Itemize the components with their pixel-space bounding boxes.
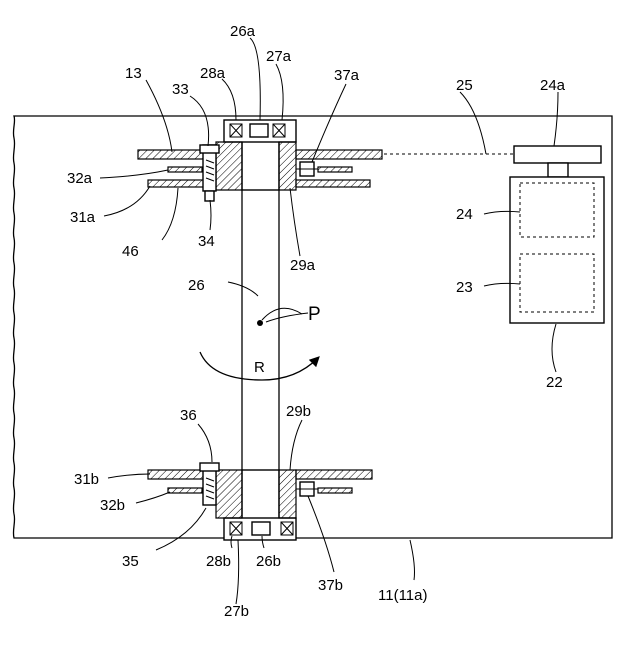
label-32b: 32b xyxy=(100,497,125,514)
reference-labels: 13 26a 28a 27a 33 37a 25 24a 32a 31a 46 … xyxy=(67,23,566,620)
bottom-bearing xyxy=(224,518,296,540)
label-37a: 37a xyxy=(334,67,360,84)
label-25: 25 xyxy=(456,77,473,94)
label-26b: 26b xyxy=(256,553,281,570)
label-31b: 31b xyxy=(74,471,99,488)
label-35: 35 xyxy=(122,553,139,570)
label-28a: 28a xyxy=(200,65,226,82)
leader-lines xyxy=(100,38,558,604)
label-37b: 37b xyxy=(318,577,343,594)
top-bearing xyxy=(224,120,296,142)
label-34: 34 xyxy=(198,233,215,250)
label-R: R xyxy=(254,359,265,376)
label-23: 23 xyxy=(456,279,473,296)
label-29a: 29a xyxy=(290,257,316,274)
label-24: 24 xyxy=(456,206,473,223)
label-11-11a: 11(11a) xyxy=(378,587,427,604)
label-32a: 32a xyxy=(67,170,93,187)
detector-unit xyxy=(384,146,604,323)
label-26: 26 xyxy=(188,277,205,294)
label-36: 36 xyxy=(180,407,197,424)
label-27a: 27a xyxy=(266,48,292,65)
label-13: 13 xyxy=(125,65,142,82)
label-29b: 29b xyxy=(286,403,311,420)
label-22: 22 xyxy=(546,374,563,391)
label-33: 33 xyxy=(172,81,189,98)
label-26a: 26a xyxy=(230,23,256,40)
rotating-shaft xyxy=(242,140,279,520)
label-31a: 31a xyxy=(70,209,96,226)
label-24a: 24a xyxy=(540,77,566,94)
label-28b: 28b xyxy=(206,553,231,570)
label-P: P xyxy=(308,304,321,325)
label-46: 46 xyxy=(122,243,139,260)
label-27b: 27b xyxy=(224,603,249,620)
